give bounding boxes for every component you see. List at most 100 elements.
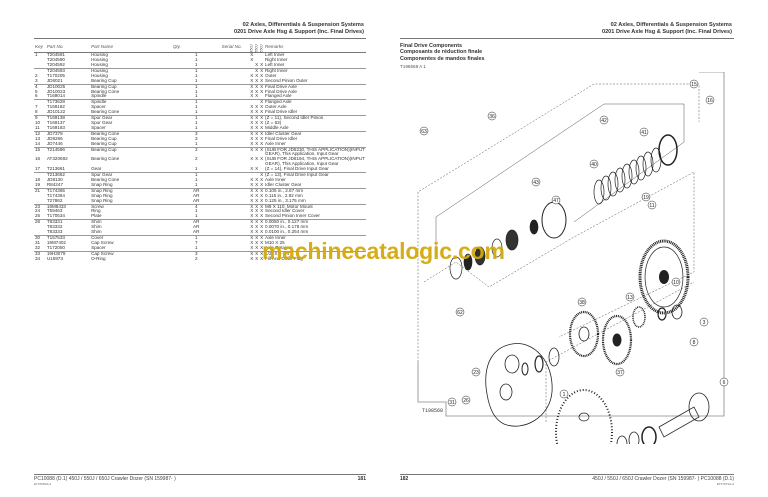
row-serial-no	[220, 203, 250, 210]
row-part-no: 19M8433	[45, 203, 91, 210]
row-part-no: T213661	[46, 166, 65, 172]
row-remarks: Flanged Axle	[264, 99, 366, 106]
row-part-no: JD8130	[46, 176, 63, 182]
row-model-450: X	[250, 244, 254, 250]
row-part-name: Bearing Cone	[91, 88, 120, 94]
row-model-450: X	[250, 57, 254, 63]
row-part-no: JD8286	[46, 135, 63, 141]
callout-15: 15	[691, 82, 697, 88]
row-model-550: X	[255, 109, 259, 115]
row-part-name: Spindle	[91, 93, 107, 99]
housing	[485, 343, 553, 427]
row-key: 5	[35, 88, 38, 94]
row-model-550: X	[254, 187, 260, 194]
row-qty: 1	[171, 83, 221, 90]
row-model-450: X	[249, 250, 255, 257]
row-remarks: 1/2" X 1-1/4"	[264, 250, 366, 257]
row-model-450: X	[249, 146, 255, 153]
row-qty: 1	[194, 62, 198, 68]
row-qty: 1	[194, 208, 198, 214]
row-remarks: Idler Cluster Gear	[264, 130, 366, 137]
row-key: 10	[35, 120, 41, 126]
footer-rule	[34, 474, 366, 475]
row-key: 1	[35, 52, 38, 58]
row-serial-no	[220, 99, 250, 106]
row-model-550: X	[255, 88, 259, 94]
row-key	[34, 99, 46, 106]
row-remarks: Middle Axle	[265, 124, 289, 130]
page-header: 02 Axles, Differentials & Suspension Sys…	[234, 22, 364, 36]
row-model-650: X	[259, 250, 265, 257]
row-part-name: Housing	[91, 62, 108, 68]
row-model-450: X	[250, 208, 254, 214]
parts-table: Key Part No. Part Name Qty. Serial No. 4…	[34, 44, 366, 261]
row-remarks: GEAR), This Application, Input Gear	[265, 161, 339, 167]
row-part-name: O-Ring	[91, 255, 106, 261]
row-part-no: JD10023	[46, 88, 66, 94]
row-model-550: X	[255, 229, 259, 235]
table-row: GEAR), This Application, Input Gear	[34, 161, 366, 167]
row-model-550: X	[254, 234, 260, 241]
row-remarks: Final Drive Axle	[265, 88, 297, 94]
row-part-name: Shim	[91, 229, 102, 235]
row-key: 2	[35, 72, 38, 78]
group-title: 0201 Drive Axle Hsg & Support (Inc. Fina…	[233, 29, 364, 35]
row-model-450: X	[250, 239, 254, 245]
col-model-650: 650J	[259, 44, 264, 53]
row-key: 9	[34, 115, 46, 122]
row-serial-no	[220, 250, 250, 257]
row-model-650: X	[260, 208, 264, 214]
callout-43: 43	[533, 180, 539, 186]
row-model-550: X	[254, 67, 260, 74]
row-model-650: X	[260, 181, 264, 187]
row-model-450: X	[249, 219, 255, 226]
row-qty: 1	[194, 120, 198, 126]
row-part-no: T59463	[46, 208, 63, 214]
row-qty: 1	[171, 67, 221, 74]
footer-doc-text: 450J / 550J / 650J Crawler Dozer (SN 159…	[592, 476, 734, 482]
row-qty: 2	[194, 156, 198, 162]
row-remarks: M10 X 25	[265, 239, 285, 245]
row-remarks: M8 X 110, Motor Mount	[264, 203, 366, 210]
section-title: 02 Axles, Differentials & Suspension Sys…	[242, 22, 364, 28]
row-remarks: Flanged Axle	[265, 93, 292, 99]
title-english: Final Drive Components	[400, 43, 463, 49]
row-qty: 7	[194, 239, 198, 245]
row-qty: AR	[171, 219, 221, 226]
row-remarks: Second Idler Cover	[265, 208, 305, 214]
row-serial-no	[220, 187, 250, 194]
row-qty: 1	[194, 124, 198, 130]
row-part-no: 19M7402	[46, 239, 66, 245]
col-remarks: Remarks	[265, 44, 284, 50]
row-part-no: JD7378	[45, 130, 91, 137]
axle-spindle	[616, 392, 710, 444]
row-remarks: Second Pinion Inner Cover	[265, 213, 320, 219]
row-part-name: Cap Screw	[90, 250, 172, 257]
row-key: 14	[35, 140, 41, 146]
row-part-no: T204593	[45, 67, 91, 74]
row-model-650: X	[260, 213, 264, 219]
right-page: 02 Axles, Differentials & Suspension Sys…	[384, 0, 768, 497]
row-serial-no	[220, 115, 250, 122]
row-key: 25	[35, 213, 41, 219]
row-key: 4	[34, 83, 46, 90]
footer-doc-text: PC10088 (D.1) 450J / 550J / 650J Crawler…	[34, 476, 176, 482]
row-model-650: X	[260, 120, 264, 126]
col-qty: Qty.	[172, 44, 181, 50]
row-part-no: T83333	[46, 229, 63, 235]
row-remarks: Left Inner	[265, 62, 285, 68]
row-remarks: (Z = 14), Final Drive Input Gear	[265, 166, 329, 172]
row-part-name: Spacer	[91, 244, 106, 250]
callout-31: 31	[449, 400, 455, 406]
row-model-450: X	[250, 52, 254, 58]
footer-doc-info: PC10088 (D.1) 450J / 550J / 650J Crawler…	[34, 476, 176, 486]
row-remarks: Axle Retainer	[265, 244, 293, 250]
